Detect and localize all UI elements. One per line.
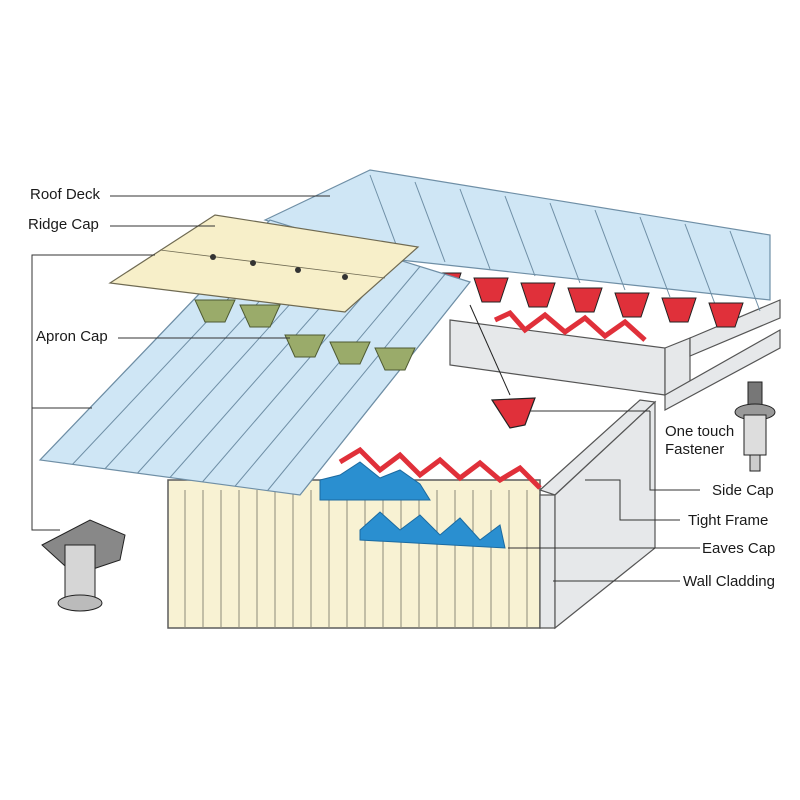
roof-rib: [729, 230, 761, 312]
roof-rib: [234, 266, 421, 487]
side-cap-wave: [338, 309, 647, 490]
apron-cap: [329, 341, 371, 365]
one-touch-fastener-label: One touch Fastener: [665, 423, 735, 458]
roof-rib: [549, 202, 581, 284]
apron-cap: [374, 347, 416, 371]
side-cap-detail: [469, 304, 536, 429]
fastener-detail-image: [41, 519, 126, 612]
ridge-cap-label: Ridge Cap: [28, 216, 99, 233]
eaves-cap-label: Eaves Cap: [702, 540, 776, 557]
apron-cap: [284, 334, 326, 358]
side-cap: [661, 297, 697, 323]
side-cap: [614, 292, 650, 318]
tight-frame-label: Tight Frame: [688, 512, 769, 529]
side-cap-label: Side Cap: [712, 482, 774, 499]
apron-cap: [239, 304, 281, 328]
roof-rib: [414, 181, 446, 263]
wall-cladding: [167, 479, 541, 629]
ridge-cap: [108, 214, 420, 313]
leader-lines: [31, 195, 700, 582]
tight-frame: [449, 299, 781, 630]
eaves-cap: [319, 461, 506, 549]
side-cap: [473, 277, 509, 303]
roof-rib: [684, 223, 716, 305]
wall-cladding-label: Wall Cladding: [683, 573, 775, 590]
fastener-image: [734, 381, 776, 472]
roof-rib: [594, 209, 626, 291]
roof-rib: [639, 216, 671, 298]
apron-cap-label: Apron Cap: [36, 328, 108, 345]
side-cap: [520, 282, 556, 308]
roof-rib: [299, 281, 471, 496]
roof-deck-label: Roof Deck: [30, 186, 101, 203]
roof-rib: [267, 273, 446, 491]
apron-cap-row: [194, 299, 416, 371]
roof-rib: [369, 174, 401, 256]
roof-rib: [504, 195, 536, 277]
side-cap: [708, 302, 744, 328]
apron-cap: [194, 299, 236, 323]
roof-rib: [459, 188, 491, 270]
side-cap: [567, 287, 603, 313]
